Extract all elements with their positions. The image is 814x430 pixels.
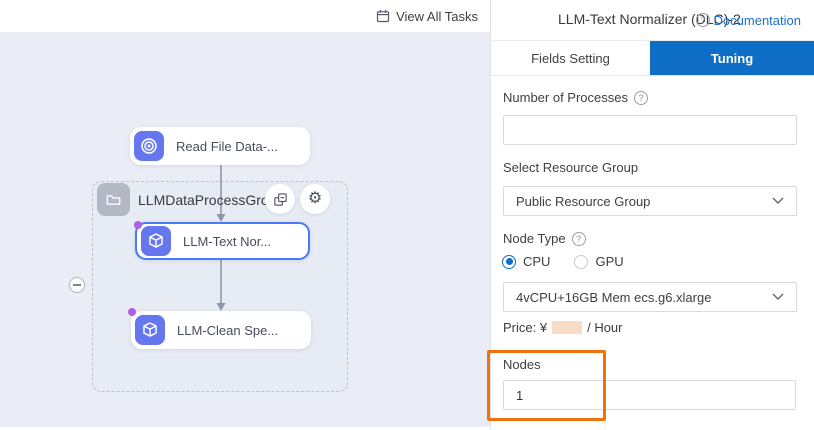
node-type-radio-group: CPU GPU [502, 254, 624, 269]
cube-node-icon [141, 226, 171, 256]
resource-group-value: Public Resource Group [516, 194, 650, 209]
documentation-link[interactable]: Documentation [714, 13, 801, 28]
instance-type-select[interactable]: 4vCPU+16GB Mem ecs.g6.xlarge [503, 282, 797, 312]
tab-tuning[interactable]: Tuning [650, 41, 814, 75]
radio-cpu-label[interactable]: CPU [523, 254, 550, 269]
nodes-input[interactable] [503, 380, 796, 410]
node-type-label: Node Type ? [503, 231, 586, 246]
price-currency: ¥ [540, 320, 547, 335]
panel-title-row: LLM-Text Normalizer (DLC)-2 Documentatio… [491, 0, 814, 40]
calendar-icon [376, 9, 390, 23]
folder-icon [105, 191, 122, 208]
group-settings-button[interactable]: ⚙ [300, 184, 330, 214]
number-of-processes-label: Number of Processes ? [503, 90, 648, 105]
node-llm-clean-special[interactable]: LLM-Clean Spe... [131, 311, 311, 349]
chevron-down-icon [772, 293, 784, 301]
price-label: Price: [503, 320, 536, 335]
price-row: Price: ¥ / Hour [503, 320, 623, 335]
node-label: Read File Data-... [176, 139, 278, 154]
tab-fields-setting[interactable]: Fields Setting [491, 41, 650, 75]
help-icon[interactable]: ? [572, 232, 586, 246]
instance-type-value: 4vCPU+16GB Mem ecs.g6.xlarge [516, 290, 711, 305]
node-llm-text-normalizer[interactable]: LLM-Text Nor... [135, 222, 310, 260]
pipeline-canvas[interactable]: LLMDataProcessGroup3 ⚙ Read File Data-..… [0, 33, 490, 427]
minus-icon [73, 284, 81, 286]
help-icon[interactable]: ? [634, 91, 648, 105]
chevron-down-icon [772, 197, 784, 205]
status-dot [128, 308, 136, 316]
data-source-node-icon [134, 131, 164, 161]
group-folder-badge [97, 183, 130, 216]
overlapping-squares-icon [273, 192, 288, 207]
top-toolbar: View All Tasks [0, 0, 491, 33]
cube-node-icon [135, 315, 165, 345]
node-read-file-data[interactable]: Read File Data-... [130, 127, 310, 165]
node-label: LLM-Text Nor... [183, 234, 271, 249]
group-collapse-to-node-button[interactable] [265, 184, 295, 214]
number-of-processes-input[interactable] [503, 115, 797, 145]
price-redacted-value [552, 321, 582, 334]
resource-group-label: Select Resource Group [503, 160, 638, 175]
status-dot [134, 221, 142, 229]
node-label: LLM-Clean Spe... [177, 323, 278, 338]
resource-group-select[interactable]: Public Resource Group [503, 186, 797, 216]
settings-panel: LLM-Text Normalizer (DLC)-2 Documentatio… [491, 0, 814, 430]
panel-tabs: Fields Setting Tuning [491, 40, 814, 76]
nodes-label: Nodes [503, 357, 541, 372]
radio-gpu[interactable] [574, 255, 588, 269]
view-all-tasks-button[interactable]: View All Tasks [376, 0, 478, 32]
price-unit: / Hour [587, 320, 622, 335]
title-help-icon[interactable]: ? [696, 13, 710, 27]
gear-icon: ⚙ [308, 191, 322, 207]
radio-gpu-label[interactable]: GPU [595, 254, 623, 269]
group-collapse-button[interactable] [69, 277, 85, 293]
view-all-tasks-label: View All Tasks [396, 9, 478, 24]
radio-cpu[interactable] [502, 255, 516, 269]
